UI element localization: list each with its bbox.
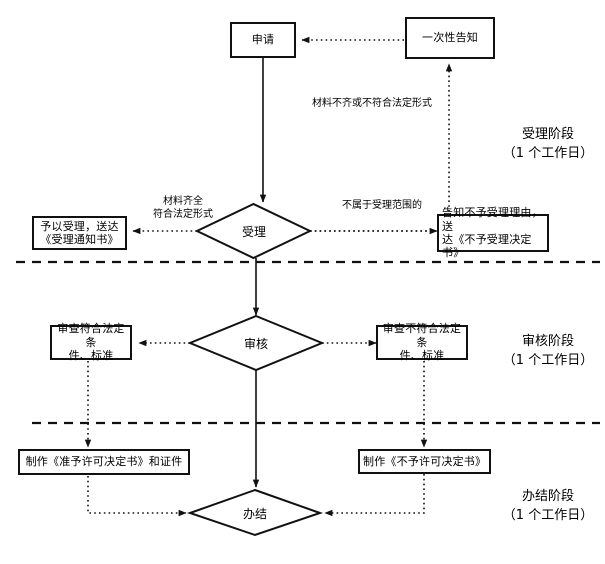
edge-label-incomplete-materials: 材料不齐或不符合法定形式 <box>292 98 452 111</box>
edge-make-permit-to-completion <box>87 476 187 517</box>
stage-review-duration: （1 个工作日） <box>502 352 594 368</box>
stage-acceptance-duration: （1 个工作日） <box>502 145 594 161</box>
node-review-fail[interactable]: 审查不符合法定条 件、标准 <box>376 322 468 363</box>
review-diamond <box>187 314 325 372</box>
stage-review-name: 审核阶段 <box>521 334 574 349</box>
node-make-permit[interactable]: 制作《准予许可决定书》和证件 <box>18 449 190 475</box>
materials-complete-line1: 材料齐全 <box>163 196 203 207</box>
node-make-reject[interactable]: 制作《不予许可决定书》 <box>358 449 491 474</box>
node-make-reject-label: 制作《不予许可决定书》 <box>363 454 487 468</box>
edge-make-reject-to-completion <box>324 474 425 517</box>
materials-complete-line2: 符合法定形式 <box>153 208 213 220</box>
node-accept-result[interactable]: 予以受理，送达 《受理通知书》 <box>32 216 127 250</box>
node-application-label: 申请 <box>251 33 275 47</box>
acceptance-diamond <box>194 202 313 260</box>
node-review-pass-line1: 审查符合法定条 <box>57 322 125 349</box>
stage-label-completion: 办结阶段 （1 个工作日） <box>495 488 601 526</box>
node-review-pass-line2: 件、标准 <box>68 349 114 363</box>
node-not-accept-result[interactable]: 告知不予受理理由，送 达《不予受理决定书》 <box>437 206 549 259</box>
node-make-permit-label: 制作《准予许可决定书》和证件 <box>25 455 183 469</box>
stage-acceptance-name: 受理阶段 <box>521 127 574 142</box>
incomplete-materials-text: 材料不齐或不符合法定形式 <box>312 98 432 109</box>
completion-diamond <box>186 488 324 537</box>
node-one-time-notice[interactable]: 一次性告知 <box>405 17 495 59</box>
node-accept-result-line2: 《受理通知书》 <box>40 233 119 246</box>
node-one-time-notice-label: 一次性告知 <box>422 31 478 45</box>
node-review-fail-line2: 件、标准 <box>399 349 445 363</box>
node-not-accept-result-line2: 达《不予受理决定书》 <box>442 233 532 260</box>
stage-label-acceptance: 受理阶段 （1 个工作日） <box>495 126 601 164</box>
node-application[interactable]: 申请 <box>230 22 296 58</box>
edge-label-materials-complete: 材料齐全 符合法定形式 <box>138 196 228 221</box>
edge-label-out-of-scope: 不属于受理范围的 <box>330 200 434 213</box>
stage-label-review: 审核阶段 （1 个工作日） <box>495 333 601 371</box>
node-review-fail-line1: 审查不符合法定条 <box>382 322 462 349</box>
edge-acceptance-to-notice <box>310 63 453 232</box>
node-not-accept-result-line1: 告知不予受理理由，送 <box>442 206 543 233</box>
node-review-pass[interactable]: 审查符合法定条 件、标准 <box>50 322 132 363</box>
out-of-scope-text: 不属于受理范围的 <box>342 200 422 211</box>
stage-completion-duration: （1 个工作日） <box>502 507 594 523</box>
node-accept-result-line1: 予以受理，送达 <box>40 219 119 233</box>
stage-completion-name: 办结阶段 <box>521 489 574 504</box>
